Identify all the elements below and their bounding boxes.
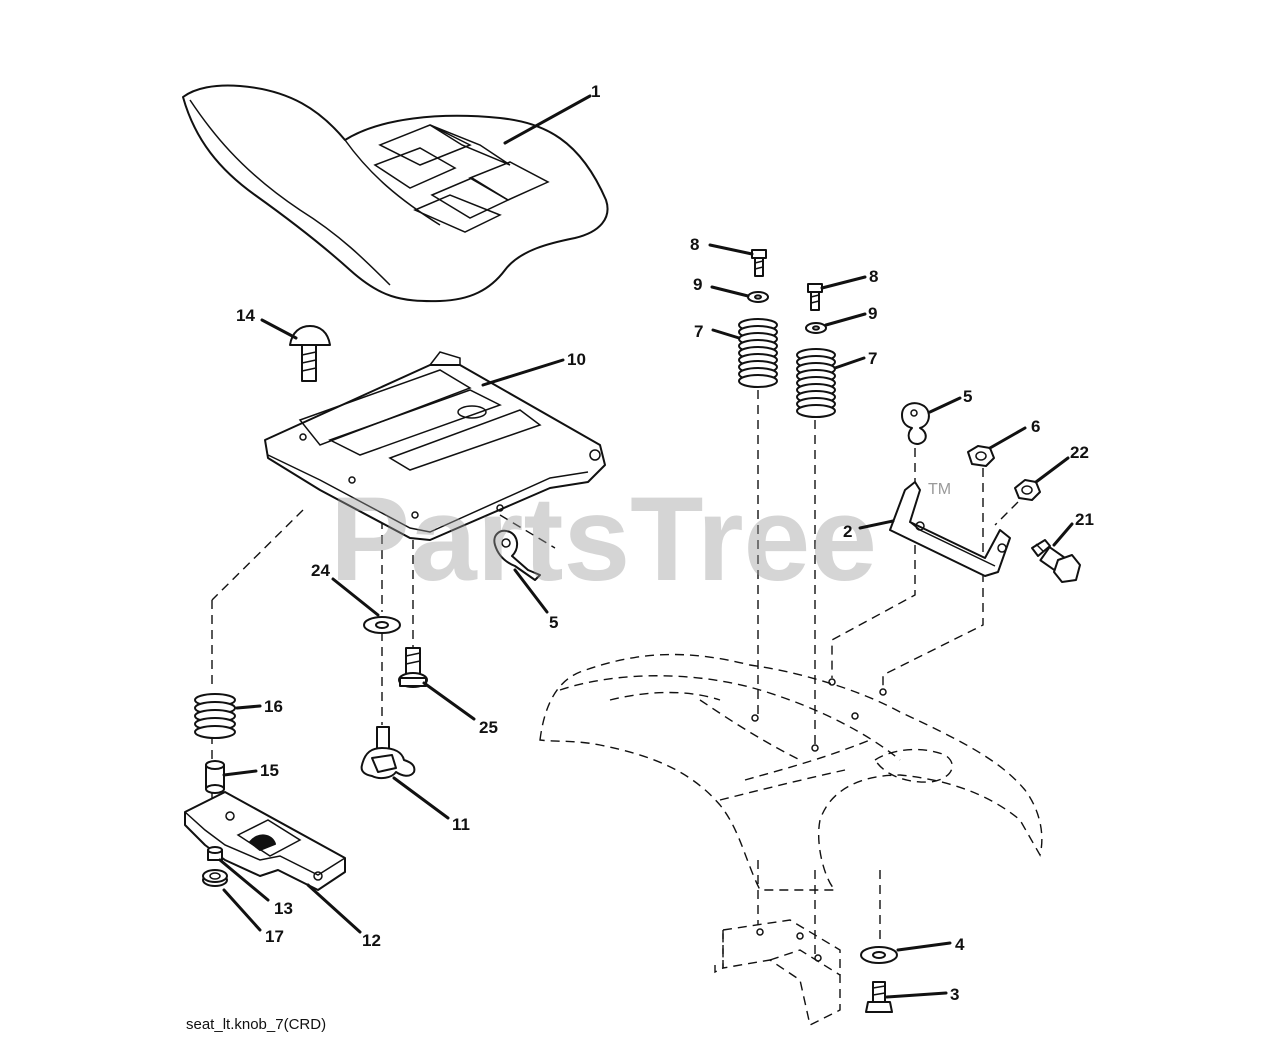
flange-nut [1014,479,1041,501]
hex-bolt-left [751,249,767,277]
callout-9-left: 9 [693,275,702,294]
callout-11: 11 [452,815,470,834]
callout-21: 21 [1075,510,1094,529]
watermark-text: PartsTree [330,472,877,606]
callout-10: 10 [567,350,586,369]
flange-bolt [865,981,893,1013]
seat-clip-left [493,529,541,581]
seat-adjust-knob [360,726,416,780]
seat-pan [264,351,606,541]
watermark-trademark: TM [928,481,951,498]
callout-8-right: 8 [869,267,878,286]
callout-22: 22 [1070,443,1089,462]
callout-7-right: 7 [868,349,877,368]
seat [182,84,609,303]
callout-6: 6 [1031,417,1040,436]
callout-1: 1 [591,82,600,101]
callout-5-left: 5 [549,613,558,632]
callout-9-right: 9 [868,304,877,323]
diagram-caption: seat_lt.knob_7(CRD) [186,1016,327,1033]
callout-15: 15 [260,761,279,780]
flat-washer-right [860,946,898,964]
assembly-guide-lines [211,390,1019,955]
callout-12: 12 [362,931,381,950]
carriage-bolt [289,325,331,382]
seat-clip-right [901,402,930,445]
watermark: PartsTree TM [330,472,951,606]
callout-25: 25 [479,718,498,737]
callout-4: 4 [955,935,965,954]
callout-24: 24 [311,561,330,580]
compression-spring-left [738,318,778,388]
callout-14: 14 [236,306,255,325]
callout-7-left: 7 [694,322,703,341]
compression-spring-right [796,348,836,418]
pivot-shoulder-bolt [1031,539,1081,583]
callout-5-right: 5 [963,387,972,406]
callout-16: 16 [264,697,283,716]
callout-numbers: 1 2 3 4 5 5 6 7 7 8 8 9 9 10 11 12 13 14… [236,82,1094,1004]
washer-left [747,291,769,303]
washer-right [805,322,827,334]
callout-3: 3 [950,985,959,1004]
pivot-bracket [889,481,1011,577]
hex-bolt-right [807,283,823,311]
locknut-and-washer [202,846,228,887]
shoulder-bolt [398,647,428,688]
callout-8-left: 8 [690,235,699,254]
spacer [205,760,225,794]
hex-nut [967,445,995,467]
seat-bracket [184,791,346,891]
callout-17: 17 [265,927,284,946]
flat-washer-left [363,616,401,634]
compression-spring-small [194,693,236,739]
callout-2: 2 [843,522,852,541]
callout-13: 13 [274,899,293,918]
callout-leaders [218,94,1074,999]
tractor-fender-outline [539,653,1043,1027]
